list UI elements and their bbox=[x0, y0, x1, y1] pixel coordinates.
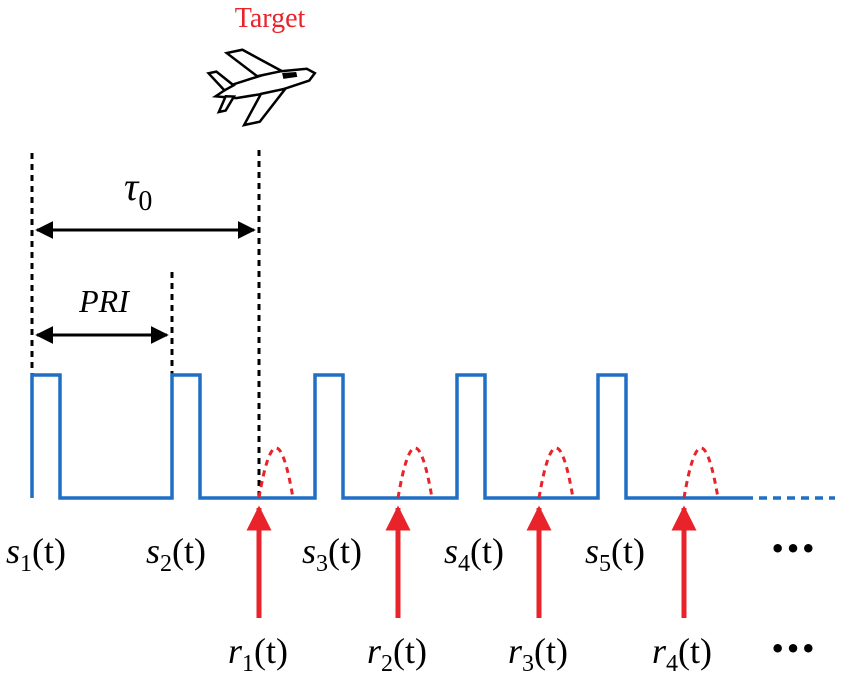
echo-hump bbox=[682, 446, 720, 499]
transmit-pulse-train bbox=[30, 373, 745, 500]
transmit-label-s3: s3(t) bbox=[302, 531, 362, 577]
echo-hump bbox=[537, 446, 575, 499]
echo-label-r2: r2(t) bbox=[367, 631, 427, 677]
transmit-label-s2: s2(t) bbox=[146, 531, 206, 577]
echo-hump bbox=[396, 446, 434, 499]
echo-label-r3: r3(t) bbox=[508, 631, 568, 677]
transmit-continuation-dots: ••• bbox=[770, 535, 816, 563]
transmit-label-s1: s1(t) bbox=[6, 531, 66, 577]
tau-label: τ0 bbox=[124, 164, 152, 217]
target-label: Target bbox=[235, 3, 306, 34]
echo-hump bbox=[257, 446, 295, 499]
pri-label: PRI bbox=[78, 283, 130, 319]
echo-label-r4: r4(t) bbox=[652, 631, 712, 677]
echo-continuation-dots: ••• bbox=[770, 635, 816, 663]
transmit-label-s4: s4(t) bbox=[444, 531, 504, 577]
echo-label-r1: r1(t) bbox=[228, 631, 288, 677]
transmit-label-s5: s5(t) bbox=[585, 531, 645, 577]
jet-aircraft-icon bbox=[206, 48, 317, 127]
